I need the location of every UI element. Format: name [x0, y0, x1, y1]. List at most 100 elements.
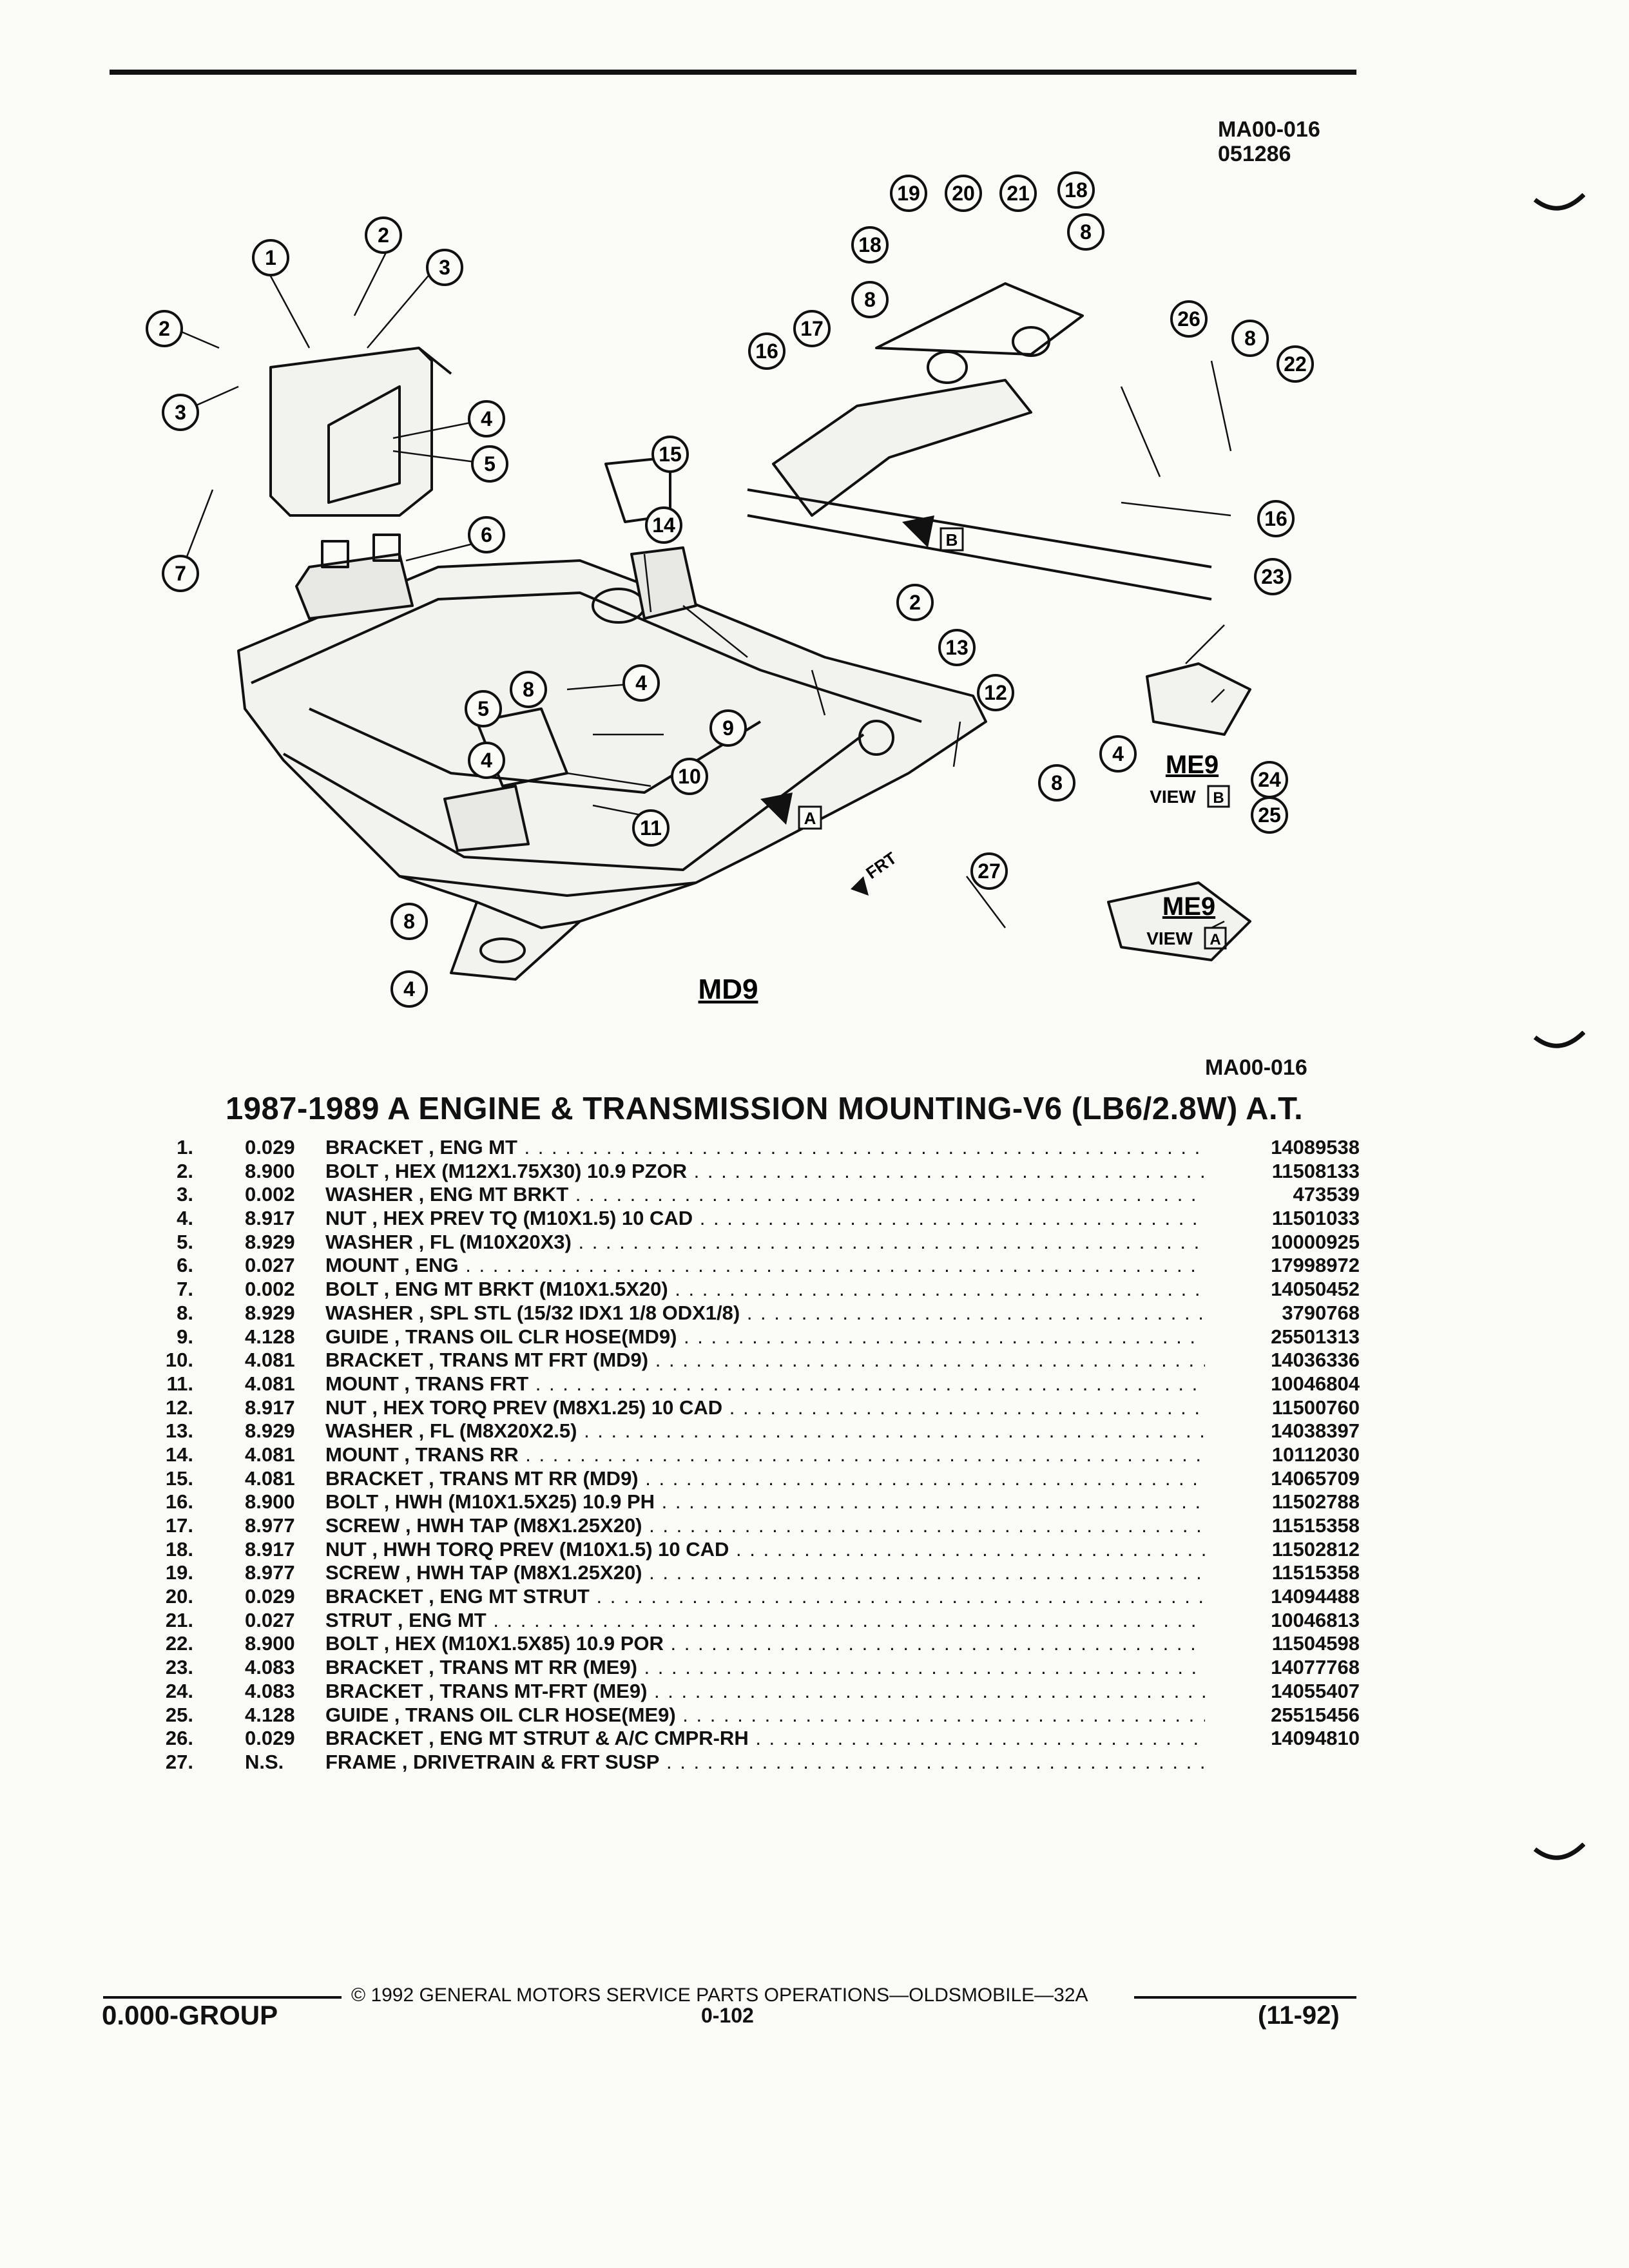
- figure-code-footer: MA00-016: [1205, 1055, 1307, 1080]
- callout-number: 6: [481, 523, 492, 546]
- part-number-index: 9.: [177, 1325, 193, 1348]
- callout-circle: [1067, 213, 1104, 251]
- part-number-index: 15.: [165, 1466, 193, 1490]
- part-number: 14065709: [1271, 1466, 1360, 1490]
- part-number: 10046813: [1271, 1608, 1360, 1631]
- callout-number: 19: [897, 182, 920, 205]
- part-description: MOUNT , TRANS FRT: [325, 1372, 1205, 1396]
- callout-number: 3: [439, 256, 450, 279]
- callout-circle: [1099, 735, 1137, 773]
- callout-circle: [645, 506, 682, 544]
- part-number: 11508133: [1271, 1159, 1360, 1182]
- part-number-index: 24.: [165, 1679, 193, 1702]
- part-description: NUT , HEX TORQ PREV (M8X1.25) 10 CAD: [325, 1396, 1205, 1420]
- part-quantity-code: 0.029: [245, 1585, 295, 1608]
- part-number-index: 17.: [165, 1514, 193, 1537]
- callout-circle: [468, 742, 505, 779]
- part-number-index: 14.: [165, 1443, 193, 1466]
- callout-circle: [1057, 171, 1095, 209]
- callout-number: 16: [755, 340, 778, 363]
- callout-circle: [938, 629, 976, 666]
- part-number: 14089538: [1271, 1136, 1360, 1158]
- callout-circle: [390, 970, 428, 1008]
- callout-circle: [709, 709, 747, 747]
- part-number-index: 18.: [165, 1537, 193, 1561]
- part-number: 17998972: [1271, 1254, 1360, 1277]
- part-number: 10112030: [1271, 1443, 1360, 1466]
- part-number-index: 23.: [165, 1656, 193, 1679]
- part-number: 25501313: [1271, 1325, 1360, 1348]
- footer-rule-left: [103, 1996, 342, 1999]
- part-number-index: 11.: [166, 1372, 193, 1395]
- part-number-index: 13.: [165, 1419, 193, 1443]
- callout-circle: [793, 310, 831, 347]
- part-number-index: 1.: [177, 1136, 193, 1158]
- callout-number: 4: [403, 977, 415, 1001]
- copyright-notice: © 1992 GENERAL MOTORS SERVICE PARTS OPER…: [351, 1984, 1088, 2006]
- view-a-text: VIEW: [1146, 928, 1193, 948]
- part-quantity-code: 8.977: [245, 1514, 295, 1537]
- part-number-index: 5.: [177, 1230, 193, 1253]
- part-description: BRACKET , TRANS MT FRT (MD9): [325, 1349, 1205, 1372]
- part-number: 25515456: [1271, 1703, 1360, 1726]
- callout-circle: [1251, 796, 1288, 834]
- callout-circle: [890, 175, 927, 212]
- part-number: 14055407: [1271, 1679, 1360, 1702]
- part-number: 11504598: [1271, 1632, 1360, 1655]
- callout-number: 27: [978, 860, 1001, 883]
- callout-number: 1: [265, 246, 276, 269]
- callout-circle: [468, 400, 505, 437]
- callout-circle: [1231, 320, 1269, 357]
- part-number: 14094488: [1271, 1585, 1360, 1608]
- part-number-index: 7.: [177, 1278, 193, 1301]
- part-quantity-code: 0.002: [245, 1183, 295, 1206]
- part-number-index: 10.: [165, 1349, 193, 1372]
- callout-number: 13: [945, 636, 969, 659]
- callout-circle: [970, 852, 1008, 890]
- view-b-arrow-icon: [902, 515, 934, 548]
- part-description: BRACKET , ENG MT: [325, 1136, 1205, 1160]
- part-quantity-code: 0.029: [245, 1727, 295, 1750]
- me9-label-b: ME9: [1166, 751, 1219, 779]
- part-number-index: 26.: [165, 1727, 193, 1750]
- part-description: BRACKET , TRANS MT RR (ME9): [325, 1656, 1205, 1680]
- callout-circle: [162, 394, 199, 431]
- frame-drawing: [237, 282, 1251, 981]
- callout-number: 24: [1258, 768, 1281, 791]
- part-description: WASHER , SPL STL (15/32 IDX1 1/8 ODX1/8): [325, 1302, 1205, 1325]
- part-number: 3790768: [1282, 1301, 1360, 1324]
- parts-list: 1. 0.029 BRACKET , ENG MT 140895382.8.900BO…: [148, 1136, 1360, 1774]
- part-quantity-code: 8.929: [245, 1301, 295, 1324]
- part-description: BOLT , ENG MT BRKT (M10X1.5X20): [325, 1278, 1205, 1302]
- callout-circle: [1038, 764, 1075, 802]
- part-number: 11500760: [1271, 1396, 1360, 1419]
- binding-mark-icon: [1534, 1843, 1585, 1860]
- part-description: NUT , HWH TORQ PREV (M10X1.5) 10 CAD: [325, 1538, 1205, 1562]
- part-number: 14050452: [1271, 1278, 1360, 1301]
- front-arrow-icon: [851, 876, 869, 896]
- part-quantity-code: 4.081: [245, 1466, 295, 1490]
- part-quantity-code: 4.128: [245, 1325, 295, 1348]
- callout-number: 8: [1051, 771, 1063, 794]
- page-number: 0-102: [701, 2004, 754, 2027]
- arrow-b-letter: B: [946, 530, 958, 550]
- view-a-letter: A: [1210, 931, 1220, 948]
- part-number-index: 8.: [177, 1301, 193, 1324]
- part-description: FRAME , DRIVETRAIN & FRT SUSP: [325, 1751, 1205, 1774]
- part-number: 473539: [1293, 1183, 1360, 1206]
- callout-number: 8: [1244, 327, 1256, 350]
- callout-number: 17: [800, 317, 824, 340]
- part-row: 27.N.S.FRAME , DRIVETRAIN & FRT SUSP: [148, 1751, 1360, 1774]
- part-number-index: 27.: [165, 1750, 193, 1773]
